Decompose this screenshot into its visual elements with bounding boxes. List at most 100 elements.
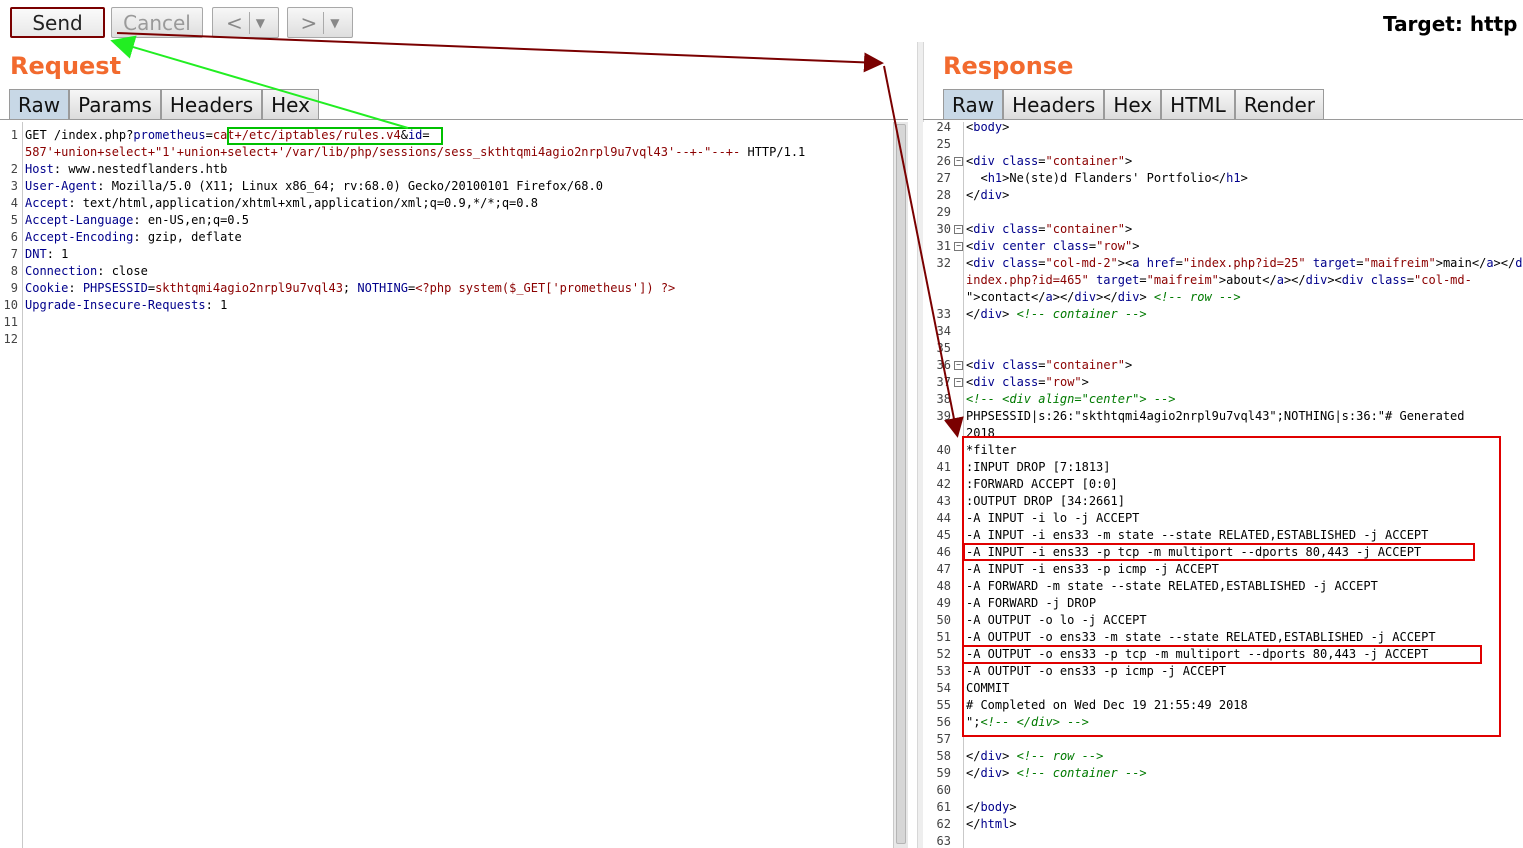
response-code-line: 40*filter [923, 442, 1523, 459]
code-token [1046, 239, 1053, 253]
code-token: >< [1327, 273, 1342, 287]
code-token: body [980, 800, 1010, 814]
code-token: div [1515, 256, 1523, 270]
code-token [1363, 273, 1370, 287]
line-number: 37 [936, 375, 951, 389]
code-token: </ [966, 766, 981, 780]
forward-button[interactable]: > ▼ [287, 7, 353, 38]
response-tab-hex[interactable]: Hex [1104, 89, 1162, 119]
back-arrow-icon: < [226, 10, 243, 35]
code-token: = [1356, 256, 1364, 270]
line-number: 26 [936, 154, 951, 168]
code-token: div [980, 307, 1003, 321]
code-token: HTTP/1.1 [740, 145, 806, 159]
code-token: Host [25, 162, 54, 176]
code-text: </div> <!-- row --> [966, 748, 1103, 765]
line-number: 61 [936, 800, 951, 814]
code-token: Accept-Encoding [25, 230, 134, 244]
line-number: 30 [936, 222, 951, 236]
fold-toggle-icon[interactable]: − [954, 242, 963, 251]
line-number: 29 [936, 205, 951, 219]
cancel-button[interactable]: Cancel [111, 7, 203, 38]
code-token: </ [966, 188, 981, 202]
code-text: </div> <!-- container --> [966, 306, 1147, 323]
back-button[interactable]: < ▼ [212, 7, 279, 38]
line-number: 2 [10, 162, 18, 176]
fold-toggle-icon[interactable]: − [954, 157, 963, 166]
code-token: PHPSESSID [82, 281, 148, 295]
forward-arrow-icon: > [300, 10, 318, 35]
request-code-line: 12 [0, 331, 893, 348]
fold-toggle-icon[interactable]: − [954, 378, 963, 387]
code-token: href [1146, 256, 1176, 270]
code-token: div [1074, 290, 1097, 304]
code-token: > [1125, 358, 1133, 372]
code-token: "maifreim" [1363, 256, 1436, 270]
request-tab-headers[interactable]: Headers [160, 89, 263, 119]
line-number: 35 [936, 341, 951, 355]
fold-toggle-icon[interactable]: − [954, 225, 963, 234]
response-code-line: 29 [923, 204, 1523, 221]
request-tab-raw[interactable]: Raw [9, 89, 70, 119]
request-tab-hex[interactable]: Hex [262, 89, 319, 119]
code-token: Upgrade-Insecure-Requests [25, 298, 206, 312]
code-text: </div> <!-- container --> [966, 765, 1147, 782]
code-token: = [1038, 222, 1046, 236]
line-number: 58 [936, 749, 951, 763]
request-scroll-thumb[interactable] [896, 124, 906, 844]
code-text: <div class="container"> [966, 153, 1132, 170]
code-text: :INPUT DROP [7:1813] [966, 459, 1111, 476]
code-text: <div center class="row"> [966, 238, 1139, 255]
code-token: <!-- row --> [1016, 749, 1104, 763]
code-token: "container" [1045, 222, 1125, 236]
target-label[interactable]: Target: http [1383, 12, 1518, 36]
code-text: -A OUTPUT -o ens33 -m state --state RELA… [966, 629, 1436, 646]
code-token: = [1038, 256, 1046, 270]
fold-toggle-icon[interactable]: − [954, 361, 963, 370]
request-gutter [0, 122, 23, 848]
code-token: = [205, 128, 213, 142]
code-token: center [1002, 239, 1046, 253]
code-token: : Mozilla/5.0 (X11; Linux x86_64; rv:68.… [97, 179, 603, 193]
request-tab-params[interactable]: Params [69, 89, 161, 119]
line-number: 62 [936, 817, 951, 831]
code-token: Accept-Language [25, 213, 134, 227]
response-code-line: 25 [923, 136, 1523, 153]
response-tab-raw[interactable]: Raw [943, 89, 1004, 119]
code-token: = [1175, 256, 1183, 270]
forward-dropdown-icon[interactable]: ▼ [330, 15, 340, 30]
code-token: -A FORWARD -m state --state RELATED,ESTA… [966, 579, 1378, 593]
response-tab-render[interactable]: Render [1234, 89, 1325, 119]
code-token: target [1096, 273, 1140, 287]
line-number: 6 [10, 230, 18, 244]
code-text: <div class="container"> [966, 357, 1132, 374]
code-text: -A OUTPUT -o ens33 -p icmp -j ACCEPT [966, 663, 1226, 680]
response-tab-headers[interactable]: Headers [1003, 89, 1105, 119]
code-text: -A INPUT -i ens33 -m state --state RELAT… [966, 527, 1428, 544]
code-token [1306, 256, 1313, 270]
code-token: a [1276, 273, 1284, 287]
code-token: target [1312, 256, 1357, 270]
code-token: <!-- </div> --> [980, 715, 1089, 729]
line-number: 8 [10, 264, 18, 278]
back-dropdown-icon[interactable]: ▼ [255, 15, 265, 30]
line-number: 4 [10, 196, 18, 210]
code-token: = [407, 281, 416, 295]
request-scrollbar[interactable] [893, 122, 908, 848]
code-token: NOTHING [357, 281, 408, 295]
code-token: body [973, 122, 1003, 134]
code-token: </ [966, 800, 981, 814]
line-number: 49 [936, 596, 951, 610]
response-code-line: 56";<!-- </div> --> [923, 714, 1523, 731]
response-code-line: 38<!-- <div align="center"> --> [923, 391, 1523, 408]
code-token: & [400, 128, 408, 142]
response-code-line: 48-A FORWARD -m state --state RELATED,ES… [923, 578, 1523, 595]
code-text: DNT: 1 [25, 246, 68, 263]
send-button[interactable]: Send [10, 7, 105, 38]
response-tab-html[interactable]: HTML [1161, 89, 1235, 119]
response-code-line: 46-A INPUT -i ens33 -p tcp -m multiport … [923, 544, 1523, 561]
